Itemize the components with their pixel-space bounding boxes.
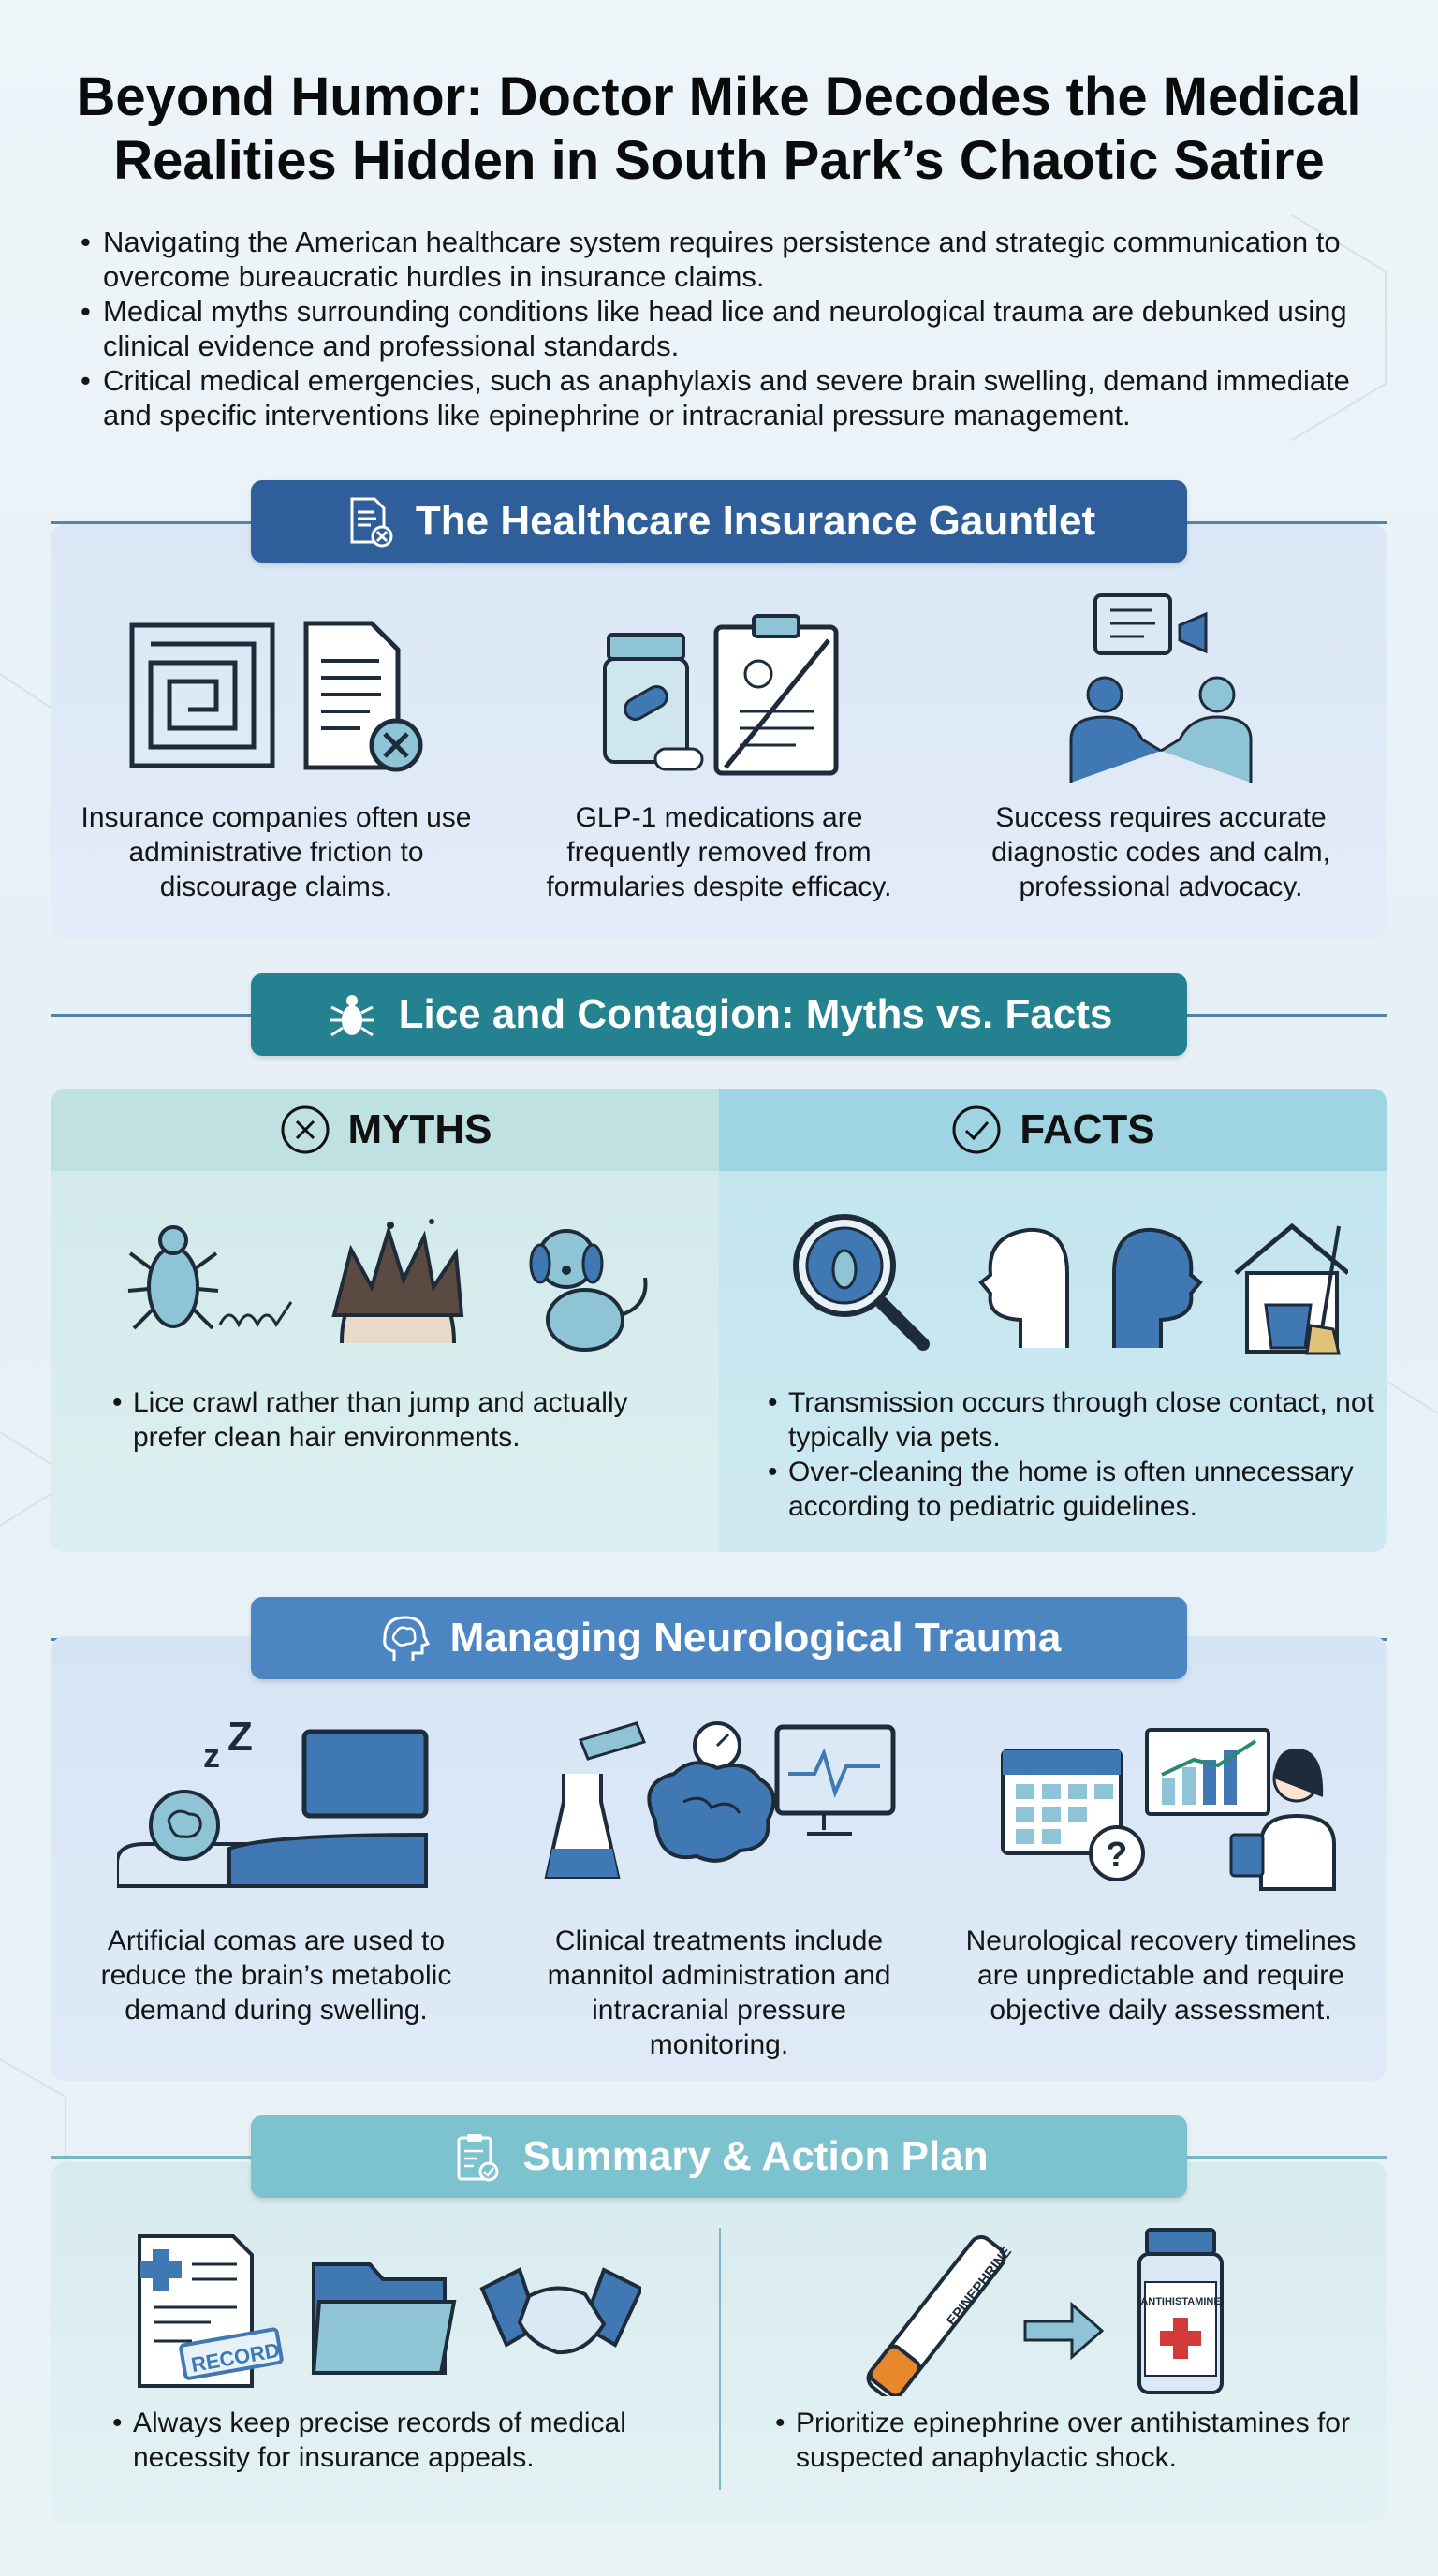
- handshake-icon: [479, 2267, 641, 2355]
- summary-item: Always keep precise records of medical n…: [112, 2406, 693, 2475]
- fact-item: Over-cleaning the home is often unnecess…: [768, 1455, 1376, 1524]
- brain-lab-monitor-icon: [544, 1721, 896, 1879]
- check-circle-icon: [952, 1105, 1001, 1154]
- intro-list: Navigating the American healthcare syste…: [81, 225, 1391, 432]
- summary-item: Prioritize epinephrine over antihistamin…: [775, 2406, 1374, 2475]
- neuro-banner: Managing Neurological Trauma: [251, 1597, 1187, 1679]
- close-contact-heads-icon: [978, 1227, 1203, 1348]
- house-cleaning-icon: [1234, 1222, 1348, 1355]
- facts-header: FACTS: [719, 1089, 1387, 1171]
- neuro-caption: Neurological recovery timelines are unpr…: [965, 1925, 1357, 2026]
- intro-item: Critical medical emergencies, such as an…: [81, 363, 1391, 432]
- neuro-caption: Artificial comas are used to reduce the …: [100, 1925, 452, 2026]
- myths-list: Lice crawl rather than jump and actually…: [112, 1385, 693, 1455]
- antihistamine-bottle-icon: ANTIHISTAMINE: [1137, 2228, 1224, 2394]
- summary-left-list: Always keep precise records of medical n…: [112, 2406, 693, 2475]
- maze-denied-document-icon: [129, 621, 423, 772]
- document-x-icon: [350, 497, 393, 548]
- fact-item: Transmission occurs through close contac…: [768, 1385, 1376, 1455]
- handshake-advocacy-icon: [1069, 593, 1253, 783]
- intro-item: Medical myths surrounding conditions lik…: [81, 294, 1391, 363]
- x-circle-icon: [281, 1105, 329, 1154]
- dog-icon: [529, 1229, 648, 1352]
- facts-list: Transmission occurs through close contac…: [768, 1385, 1376, 1524]
- svg-text:ANTIHISTAMINE: ANTIHISTAMINE: [1140, 2296, 1220, 2307]
- facts-label: FACTS: [1020, 1106, 1155, 1152]
- svg-text:z: z: [203, 1736, 220, 1775]
- medical-record-icon: RECORD: [138, 2234, 284, 2388]
- coma-patient-icon: z Z: [117, 1722, 429, 1888]
- summary-banner: Summary & Action Plan: [251, 2115, 1187, 2198]
- epinephrine-pen-icon: EPINEPHRINE: [866, 2235, 1015, 2396]
- facts-illustrations: [793, 1214, 1348, 1355]
- records-icons: RECORD: [138, 2234, 641, 2388]
- epinephrine-to-antihistamine-icon: EPINEPHRINE ANTIHISTAMINE: [866, 2228, 1224, 2396]
- myths-illustrations: [127, 1219, 648, 1352]
- lice-banner: Lice and Contagion: Myths vs. Facts: [251, 973, 1187, 1056]
- insurance-heading: The Healthcare Insurance Gauntlet: [415, 498, 1096, 544]
- insurance-caption: GLP-1 medications are frequently removed…: [546, 802, 892, 902]
- insurance-caption: Insurance companies often use administra…: [81, 802, 472, 902]
- calendar-chart-doctor-icon: ?: [1001, 1728, 1336, 1891]
- svg-text:?: ?: [1106, 1836, 1127, 1875]
- clipboard-check-icon: [457, 2134, 499, 2182]
- page-title: Beyond Humor: Doctor Mike Decodes the Me…: [76, 66, 1362, 191]
- myth-item: Lice crawl rather than jump and actually…: [112, 1385, 693, 1455]
- folder-icon: [311, 2262, 457, 2375]
- neuro-heading: Managing Neurological Trauma: [449, 1615, 1062, 1661]
- pill-bottle-clipboard-icon: [603, 614, 839, 776]
- summary-divider: [719, 2228, 721, 2490]
- louse-icon: [329, 995, 374, 1037]
- brain-head-icon: [382, 1616, 430, 1661]
- lice-heading: Lice and Contagion: Myths vs. Facts: [398, 991, 1113, 1037]
- neuro-caption: Clinical treatments include mannitol adm…: [547, 1925, 891, 2060]
- jumping-louse-icon: [127, 1225, 293, 1330]
- intro-item: Navigating the American healthcare syste…: [81, 225, 1391, 294]
- insurance-caption: Success requires accurate diagnostic cod…: [991, 802, 1330, 902]
- svg-text:Z: Z: [227, 1722, 253, 1760]
- messy-hair-head-icon: [331, 1219, 464, 1344]
- insurance-banner: The Healthcare Insurance Gauntlet: [251, 480, 1187, 563]
- myths-label: MYTHS: [347, 1106, 492, 1152]
- summary-right-list: Prioritize epinephrine over antihistamin…: [775, 2406, 1374, 2475]
- myths-header: MYTHS: [51, 1089, 719, 1171]
- summary-heading: Summary & Action Plan: [522, 2133, 989, 2179]
- magnifier-louse-icon: [793, 1214, 930, 1351]
